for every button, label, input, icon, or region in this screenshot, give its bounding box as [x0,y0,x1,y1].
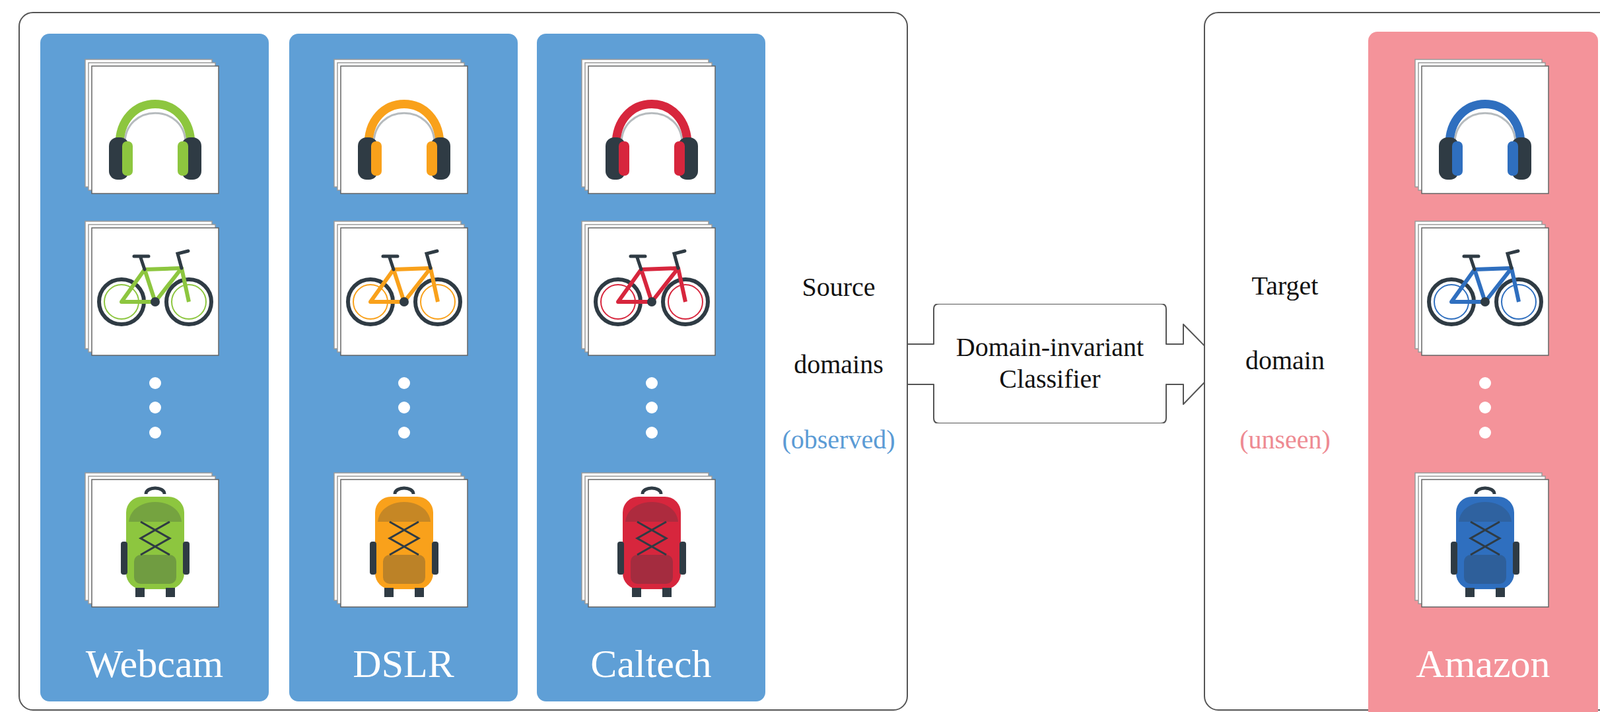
amazon-icons [1415,59,1549,607]
classifier-label: Domain-invariant Classifier [940,331,1159,395]
target-domain-box: Target domain (unseen) Amazon [1203,11,1600,711]
domain-heading: Source domains [762,248,915,403]
caltech-icons [581,59,716,607]
domain-heading: Target domain [1218,248,1352,398]
domain-name: DSLR [294,639,513,689]
webcam-icons [85,59,219,607]
dslr-icons [334,59,468,607]
arrow-outline [907,303,1223,424]
domain-panel: Amazon [1368,31,1599,712]
classifier-arrow: Domain-invariant Classifier [907,303,1223,424]
domain-name: Webcam [45,639,264,689]
domain-panel: DSLR [289,33,518,702]
domain-name: Caltech [542,639,761,689]
domain-status: (unseen) [1212,421,1358,459]
domain-panel: Caltech [536,33,766,702]
source-domains-box: Source domains(observed)WebcamDSLRCaltec… [18,11,908,711]
domain-name: Amazon [1374,639,1593,689]
domain-status: (observed) [752,421,925,459]
domain-panel: Webcam [40,33,269,702]
